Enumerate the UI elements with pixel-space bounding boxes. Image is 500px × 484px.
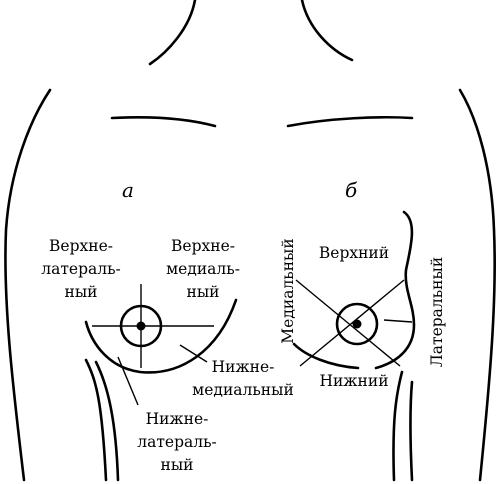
- lower-medial-line-1: Нижне-: [212, 358, 275, 376]
- diagonal-line-1: [296, 280, 400, 366]
- right-shoulder-arm-line: [460, 90, 495, 480]
- lower-label: Нижний: [319, 372, 388, 390]
- right-axilla-line-2: [411, 382, 413, 480]
- panel-b-breast: [294, 212, 414, 368]
- panel-a-letter: а: [122, 178, 134, 202]
- nipple-dot: [137, 322, 146, 331]
- upper-medial-label: Верхне- медиаль- ный: [166, 237, 240, 301]
- diagonal-line-2: [300, 280, 404, 366]
- lower-medial-label: Нижне- медиальный: [192, 358, 294, 399]
- lower-lateral-pointer: [118, 357, 138, 405]
- lateral-pointer: [384, 320, 412, 322]
- neck-right-line: [302, 0, 352, 60]
- lower-medial-line-2: медиальный: [192, 381, 294, 399]
- right-axilla-line: [393, 372, 402, 480]
- nipple-dot: [353, 320, 362, 329]
- medial-label: Медиальный: [279, 238, 297, 343]
- upper-lateral-line-1: Верхне-: [49, 237, 113, 255]
- upper-lateral-line-3: ный: [65, 283, 98, 301]
- right-breast-lower-contour: [294, 344, 358, 368]
- left-axilla-line-2: [96, 362, 118, 480]
- left-clavicle: [112, 117, 215, 126]
- lower-lateral-line-2: латераль-: [137, 433, 217, 451]
- right-clavicle: [288, 117, 412, 126]
- lower-lateral-line-3: ный: [161, 456, 194, 474]
- upper-medial-line-1: Верхне-: [171, 237, 235, 255]
- upper-label: Верхний: [319, 244, 389, 262]
- neck-left-line: [150, 0, 195, 64]
- upper-lateral-label: Верхне- латераль- ный: [41, 237, 121, 301]
- left-shoulder-arm-line: [5, 90, 50, 480]
- upper-lateral-line-2: латераль-: [41, 260, 121, 278]
- right-breast-upper-contour: [376, 212, 414, 368]
- upper-medial-line-2: медиаль-: [166, 260, 240, 278]
- lateral-label: Латеральный: [428, 257, 446, 367]
- panel-b-letter: б: [345, 178, 358, 202]
- lower-lateral-label: Нижне- латераль- ный: [137, 410, 217, 474]
- lower-lateral-line-1: Нижне-: [146, 410, 209, 428]
- upper-medial-line-3: ный: [187, 283, 220, 301]
